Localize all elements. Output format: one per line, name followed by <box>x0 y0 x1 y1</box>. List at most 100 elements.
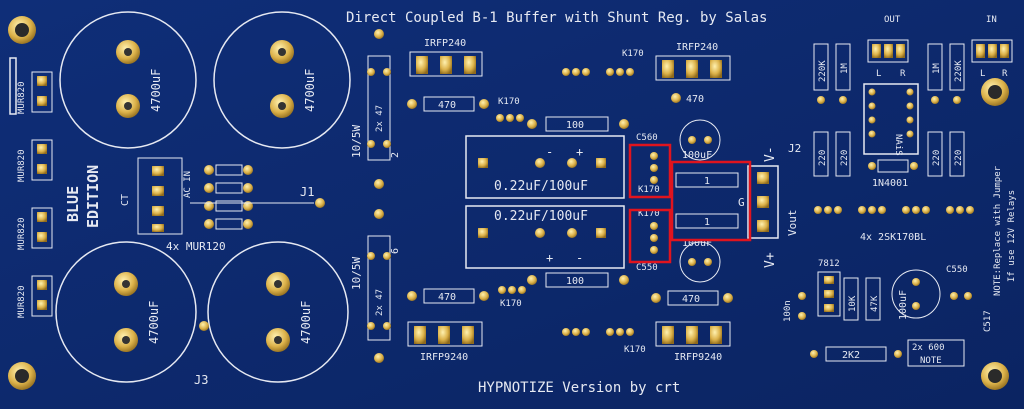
c550-label-right: C550 <box>946 265 968 275</box>
k170-label-mid-top: K170 <box>638 185 660 195</box>
out-r-label: R <box>900 69 906 79</box>
in-l-label: L <box>980 69 985 79</box>
diode-1n4001-label: 1N4001 <box>872 178 908 189</box>
g-label: G <box>738 196 745 209</box>
film-cap-top-minus: - <box>546 145 553 159</box>
res-1m-left: 1M <box>835 43 851 104</box>
res-220-group: 220 220 220 220 <box>813 131 965 177</box>
film-cap-top-plus: + <box>576 145 583 159</box>
k170-label-2: K170 <box>500 299 522 309</box>
res-10-5w-top: 10/5W 2x 47 2 <box>350 29 401 189</box>
k170-label-3: K170 <box>622 49 644 59</box>
res-1-bottom: 1 <box>675 213 739 229</box>
reg-7812: 7812 <box>817 259 841 317</box>
cap-100uf-bottom: 100uF <box>679 238 721 283</box>
cap-100uf-right-label: 100uF <box>898 290 909 320</box>
film-cap-bottom: 0.22uF/100uF + - <box>465 205 625 269</box>
res-220k-left-label: 220K <box>818 60 828 82</box>
j2-label: J2 <box>788 142 801 155</box>
res-47k-label: 47K <box>870 295 880 312</box>
res-2x47-top-label: 2x 47 <box>375 105 385 132</box>
out-l-label: L <box>876 69 881 79</box>
film-cap-top-label: 0.22uF/100uF <box>494 179 588 194</box>
in-label: IN <box>986 15 997 25</box>
res-100-bottom: 100 <box>527 272 629 288</box>
res-10k: 10K <box>843 277 859 321</box>
k170bl-pads <box>814 206 974 214</box>
mur820-label-1: MUR820 <box>17 81 27 114</box>
res-1m-left-label: 1M <box>840 63 850 74</box>
film-cap-top: - + 0.22uF/100uF <box>465 135 625 199</box>
res-220-1-label: 220 <box>818 150 828 166</box>
out-label: OUT <box>884 15 901 25</box>
k170-label-1: K170 <box>498 97 520 107</box>
res-220-2-label: 220 <box>840 150 850 166</box>
res-47k: 47K <box>865 277 881 321</box>
res-470-b-label: 470 <box>438 292 456 303</box>
res-2k2: 2K2 <box>810 346 902 362</box>
ct-label: CT <box>120 194 131 206</box>
cap-4700uf-bl: 4700uF <box>55 241 197 383</box>
film-cap-bottom-label: 0.22uF/100uF <box>494 209 588 224</box>
terminal-j2: J2 V- Vout V+ <box>747 142 801 268</box>
edition-line-2: EDITION <box>84 165 102 228</box>
k170-1-pads <box>496 114 524 122</box>
mur820-label-3: MUR820 <box>17 217 27 250</box>
v-minus-label: V- <box>763 146 778 162</box>
res-220-4-label: 220 <box>954 150 964 166</box>
res-10-5w-bottom-label: 10/5W <box>350 257 363 290</box>
cap-100n: 100n <box>783 292 806 322</box>
vout-label: Vout <box>786 210 799 237</box>
res-100-top: 100 <box>527 116 629 132</box>
j3-label: J3 <box>194 373 208 387</box>
relay-label: NAiS <box>893 134 903 156</box>
irfp9240-left-label: IRFP9240 <box>420 352 468 363</box>
res-220-3-label: 220 <box>932 150 942 166</box>
film-cap-bottom-plus: + <box>546 251 553 265</box>
cap-4700uf-tr-label: 4700uF <box>303 69 317 112</box>
note-label: NOTE <box>920 356 942 366</box>
cap-4700uf-bl-label: 4700uF <box>147 301 161 344</box>
res-470-d-label: 470 <box>686 94 704 105</box>
cap-4700uf-tl-label: 4700uF <box>149 69 163 112</box>
res-1-top: 1 <box>675 172 739 188</box>
irfp240-left-label: IRFP240 <box>424 38 466 49</box>
j1-label: J1 <box>300 185 314 199</box>
irfp9240-left: IRFP9240 <box>407 321 483 363</box>
board-title: Direct Coupled B-1 Buffer with Shunt Reg… <box>346 10 767 26</box>
res-470-b: 470 <box>407 288 489 304</box>
cap-4700uf-br-label: 4700uF <box>299 301 313 344</box>
res-bottom-num: 6 <box>390 248 401 254</box>
highlight-boxes <box>628 143 752 264</box>
res-top-num: 2 <box>390 152 401 158</box>
mounting-holes <box>8 16 1009 390</box>
res-10k-label: 10K <box>848 295 858 312</box>
cap-4700uf-br: 4700uF <box>207 241 349 383</box>
cap-100n-label: 100n <box>783 300 793 322</box>
mur820-label-4: MUR820 <box>17 285 27 318</box>
cap-100uf-bottom-label: 100uF <box>682 238 712 249</box>
edition-line-1: BLUE <box>64 186 82 222</box>
note-vertical-1: NOTE:Replace with Jumper <box>993 165 1003 296</box>
irfp240-right-label: IRFP240 <box>676 42 718 53</box>
res-220k-right: 220K <box>949 43 965 104</box>
cap-100uf-top: 100uF <box>679 119 721 161</box>
res-2x600: 2x 600 NOTE <box>907 339 965 367</box>
k170-label-mid-bottom: K170 <box>638 209 660 219</box>
cap-100uf-top-label: 100uF <box>682 150 712 161</box>
res-470-c: 470 <box>651 290 733 306</box>
irfp9240-right: IRFP9240 <box>655 321 731 363</box>
reg-7812-label: 7812 <box>818 259 840 269</box>
k170-label-4: K170 <box>624 345 646 355</box>
out-connector: L R <box>867 39 909 79</box>
res-470-a: 470 <box>407 96 489 112</box>
res-2x47-bottom-label: 2x 47 <box>375 289 385 316</box>
diode-1n4001: 1N4001 <box>868 159 918 189</box>
cap-4700uf-tl: 4700uF <box>59 11 197 149</box>
rectifier-block: CT AC IN 4x MUR120 J1 <box>120 157 325 253</box>
res-470-c-label: 470 <box>682 294 700 305</box>
board-footer: HYPNOTIZE Version by crt <box>478 380 680 396</box>
right-cap-pads <box>950 292 972 300</box>
